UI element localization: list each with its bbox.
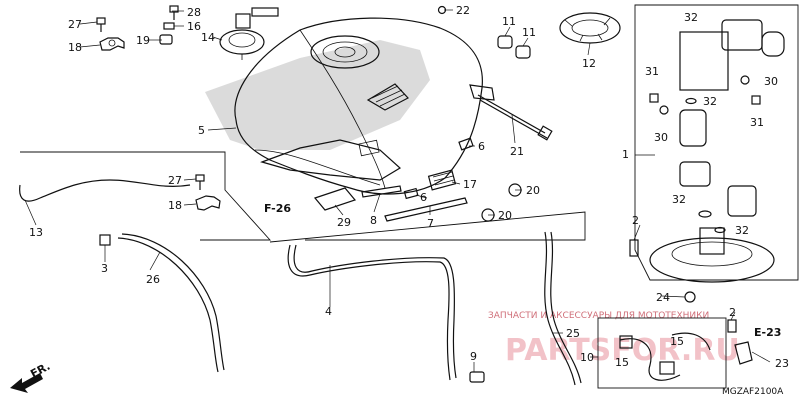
fitting-23[interactable]: [734, 341, 753, 365]
o-ring-32a[interactable]: [685, 97, 697, 105]
callout-6-right: 6: [478, 140, 485, 153]
callout-15b: 15: [670, 335, 684, 348]
callout-6-lower: 6: [420, 191, 427, 204]
callout-13: 13: [29, 226, 43, 239]
diagram-code: MGZAF2100A: [722, 387, 784, 397]
screw-31a[interactable]: [649, 93, 659, 103]
seal-6-lower[interactable]: [403, 187, 419, 200]
callout-22: 22: [456, 4, 470, 17]
ref-e23: E-23: [754, 326, 781, 339]
callout-15a: 15: [615, 356, 629, 369]
grommet-11b[interactable]: [515, 45, 531, 59]
bolt-27-lower[interactable]: [195, 174, 205, 190]
callout-3: 3: [101, 262, 108, 275]
bracket-18-upper[interactable]: [99, 37, 125, 51]
callout-7: 7: [427, 217, 434, 230]
leader-lines: [24, 9, 771, 372]
callout-11b: 11: [522, 26, 536, 39]
connector-9[interactable]: [469, 371, 485, 383]
callout-1: 1: [622, 148, 629, 161]
tank-group-frame: [269, 211, 586, 243]
callout-labels: 27 18 28 16 19 14 5 27 18 22 11 11 12 21…: [29, 4, 789, 370]
hose-4[interactable]: [287, 244, 457, 381]
watermark-text: ЗАПЧАСТИ И АКСЕССУАРЫ ДЛЯ МОТОТЕХНИКИ: [488, 311, 709, 321]
callout-19: 19: [136, 34, 150, 47]
callout-28: 28: [187, 6, 201, 19]
ring-12[interactable]: [559, 12, 621, 44]
callout-24: 24: [656, 291, 670, 304]
washer-30a[interactable]: [659, 105, 669, 115]
callout-29: 29: [337, 216, 351, 229]
bolt-28[interactable]: [169, 5, 179, 20]
callout-23: 23: [775, 357, 789, 370]
callout-20a: 20: [526, 184, 540, 197]
callout-21: 21: [510, 145, 524, 158]
callout-14: 14: [201, 31, 215, 44]
callout-31a: 31: [645, 65, 659, 78]
left-group-frame: [20, 151, 272, 241]
callout-2-upper: 2: [632, 214, 639, 227]
fuel-tank[interactable]: [205, 17, 495, 195]
bolt-27-upper[interactable]: [96, 17, 106, 32]
callout-17: 17: [463, 178, 477, 191]
gasket-2-lower[interactable]: [727, 319, 737, 333]
callout-27-lower: 27: [168, 174, 182, 187]
callout-4: 4: [325, 305, 332, 318]
collar-16[interactable]: [163, 22, 175, 30]
grommet-19[interactable]: [159, 34, 173, 45]
bracket-18-lower[interactable]: [195, 195, 221, 211]
callout-32c: 32: [672, 193, 686, 206]
o-ring-32c[interactable]: [714, 226, 726, 234]
rubber-strip-8[interactable]: [361, 185, 402, 198]
callout-18-upper: 18: [68, 41, 82, 54]
callout-18-lower: 18: [168, 199, 182, 212]
o-ring-32b[interactable]: [698, 210, 712, 218]
hose-13[interactable]: [19, 179, 191, 202]
callout-26: 26: [146, 273, 160, 286]
rubber-strip-7[interactable]: [384, 197, 468, 222]
hose-25[interactable]: [544, 231, 582, 386]
callout-27-upper: 27: [68, 18, 82, 31]
washer-30b[interactable]: [740, 75, 750, 85]
watermark: PARTSFOR.RU ЗАПЧАСТИ И АКСЕССУАРЫ ДЛЯ МО…: [488, 311, 740, 368]
callout-16: 16: [187, 20, 201, 33]
hose-26[interactable]: [117, 233, 225, 373]
bolt-21[interactable]: [477, 94, 553, 141]
callout-25: 25: [566, 327, 580, 340]
nut-24[interactable]: [684, 291, 696, 303]
callout-30b: 30: [654, 131, 668, 144]
watermark-logo: PARTSFOR.RU: [505, 333, 740, 368]
fuel-pump-assembly-1[interactable]: [634, 4, 799, 283]
callout-31b: 31: [750, 116, 764, 129]
callout-32b: 32: [703, 95, 717, 108]
ref-f26: F-26: [264, 202, 291, 215]
callout-5: 5: [198, 124, 205, 137]
callout-2-lower: 2: [729, 306, 736, 319]
sub-assembly-10[interactable]: [597, 317, 727, 389]
grommet-11a[interactable]: [497, 35, 513, 49]
fuel-cap-14[interactable]: [219, 7, 279, 60]
callout-32a: 32: [684, 11, 698, 24]
callout-32d: 32: [735, 224, 749, 237]
callout-20b: 20: [498, 209, 512, 222]
callout-12: 12: [582, 57, 596, 70]
callout-30a: 30: [764, 75, 778, 88]
callout-8: 8: [370, 214, 377, 227]
front-direction-arrow: FR.: [10, 360, 52, 393]
callout-10: 10: [580, 351, 594, 364]
seal-6-right[interactable]: [458, 137, 474, 151]
callout-11a: 11: [502, 15, 516, 28]
screw-31b[interactable]: [751, 95, 761, 105]
pad-29[interactable]: [313, 187, 357, 211]
clip-3[interactable]: [99, 234, 111, 246]
callout-9: 9: [470, 350, 477, 363]
